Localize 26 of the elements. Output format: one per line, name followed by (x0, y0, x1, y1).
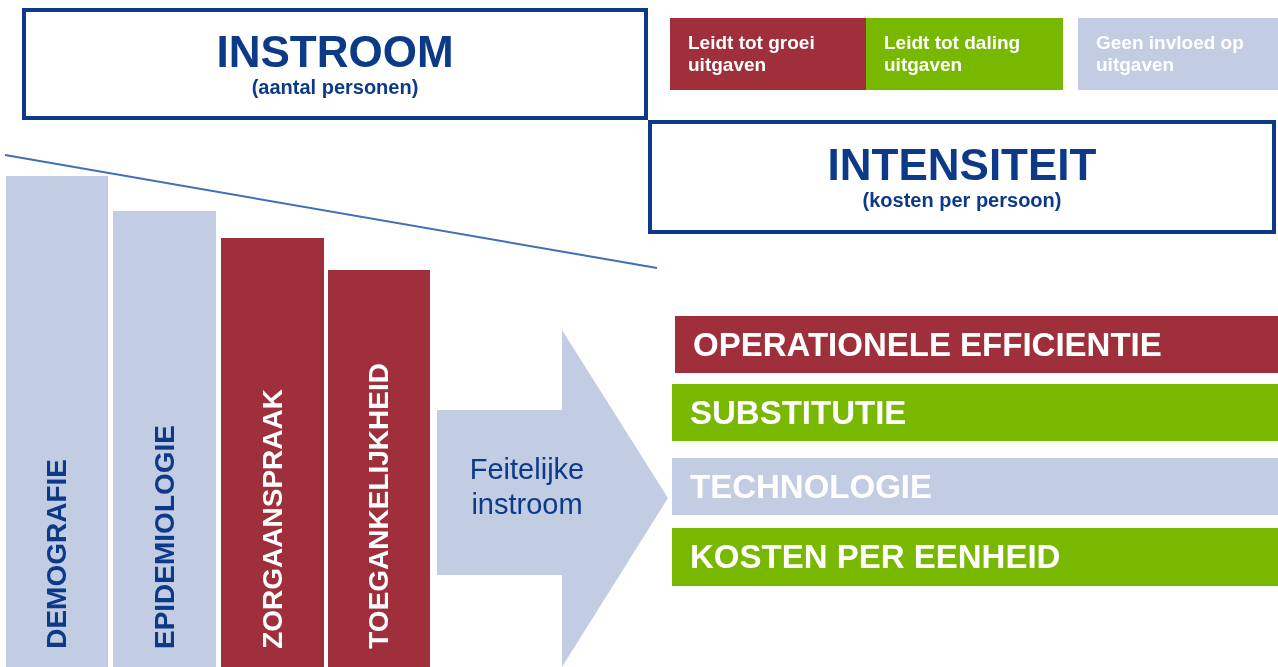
legend-text: Leidt tot groei uitgaven (688, 32, 816, 76)
factor-label: OPERATIONELE EFFICIENTIE (693, 325, 1162, 364)
subtitle-text: (aantal personen) (251, 75, 419, 100)
arrow-label: Feitelijke instroom (468, 452, 586, 522)
subtitle-text: (kosten per persoon) (862, 188, 1062, 213)
factor-bar (672, 384, 1278, 441)
category-box (22, 8, 648, 120)
factor-label: TECHNOLOGIE (690, 467, 932, 506)
category-box (648, 120, 1276, 234)
factor-bar (328, 270, 430, 667)
factor-bar (672, 458, 1278, 515)
factor-bar (113, 211, 216, 667)
factor-label: ZORGAANSPRAAK (258, 389, 287, 649)
legend-text: Leidt tot daling uitgaven (884, 32, 1022, 76)
factor-label: DEMOGRAFIE (43, 459, 71, 649)
factor-bar (672, 528, 1278, 586)
heading-text: INTENSITEIT (827, 141, 1097, 189)
factor-bar (6, 176, 108, 667)
factor-label: TOEGANKELIJKHEID (365, 363, 393, 649)
factor-label: KOSTEN PER EENHEID (690, 538, 1061, 576)
factor-label: SUBSTITUTIE (690, 393, 907, 432)
factor-bar (221, 238, 324, 667)
factor-label: EPIDEMIOLOGIE (150, 424, 179, 649)
heading-text: INSTROOM (216, 28, 454, 76)
legend-text: Geen invloed op uitgaven (1096, 32, 1245, 76)
factor-bar (675, 316, 1278, 373)
